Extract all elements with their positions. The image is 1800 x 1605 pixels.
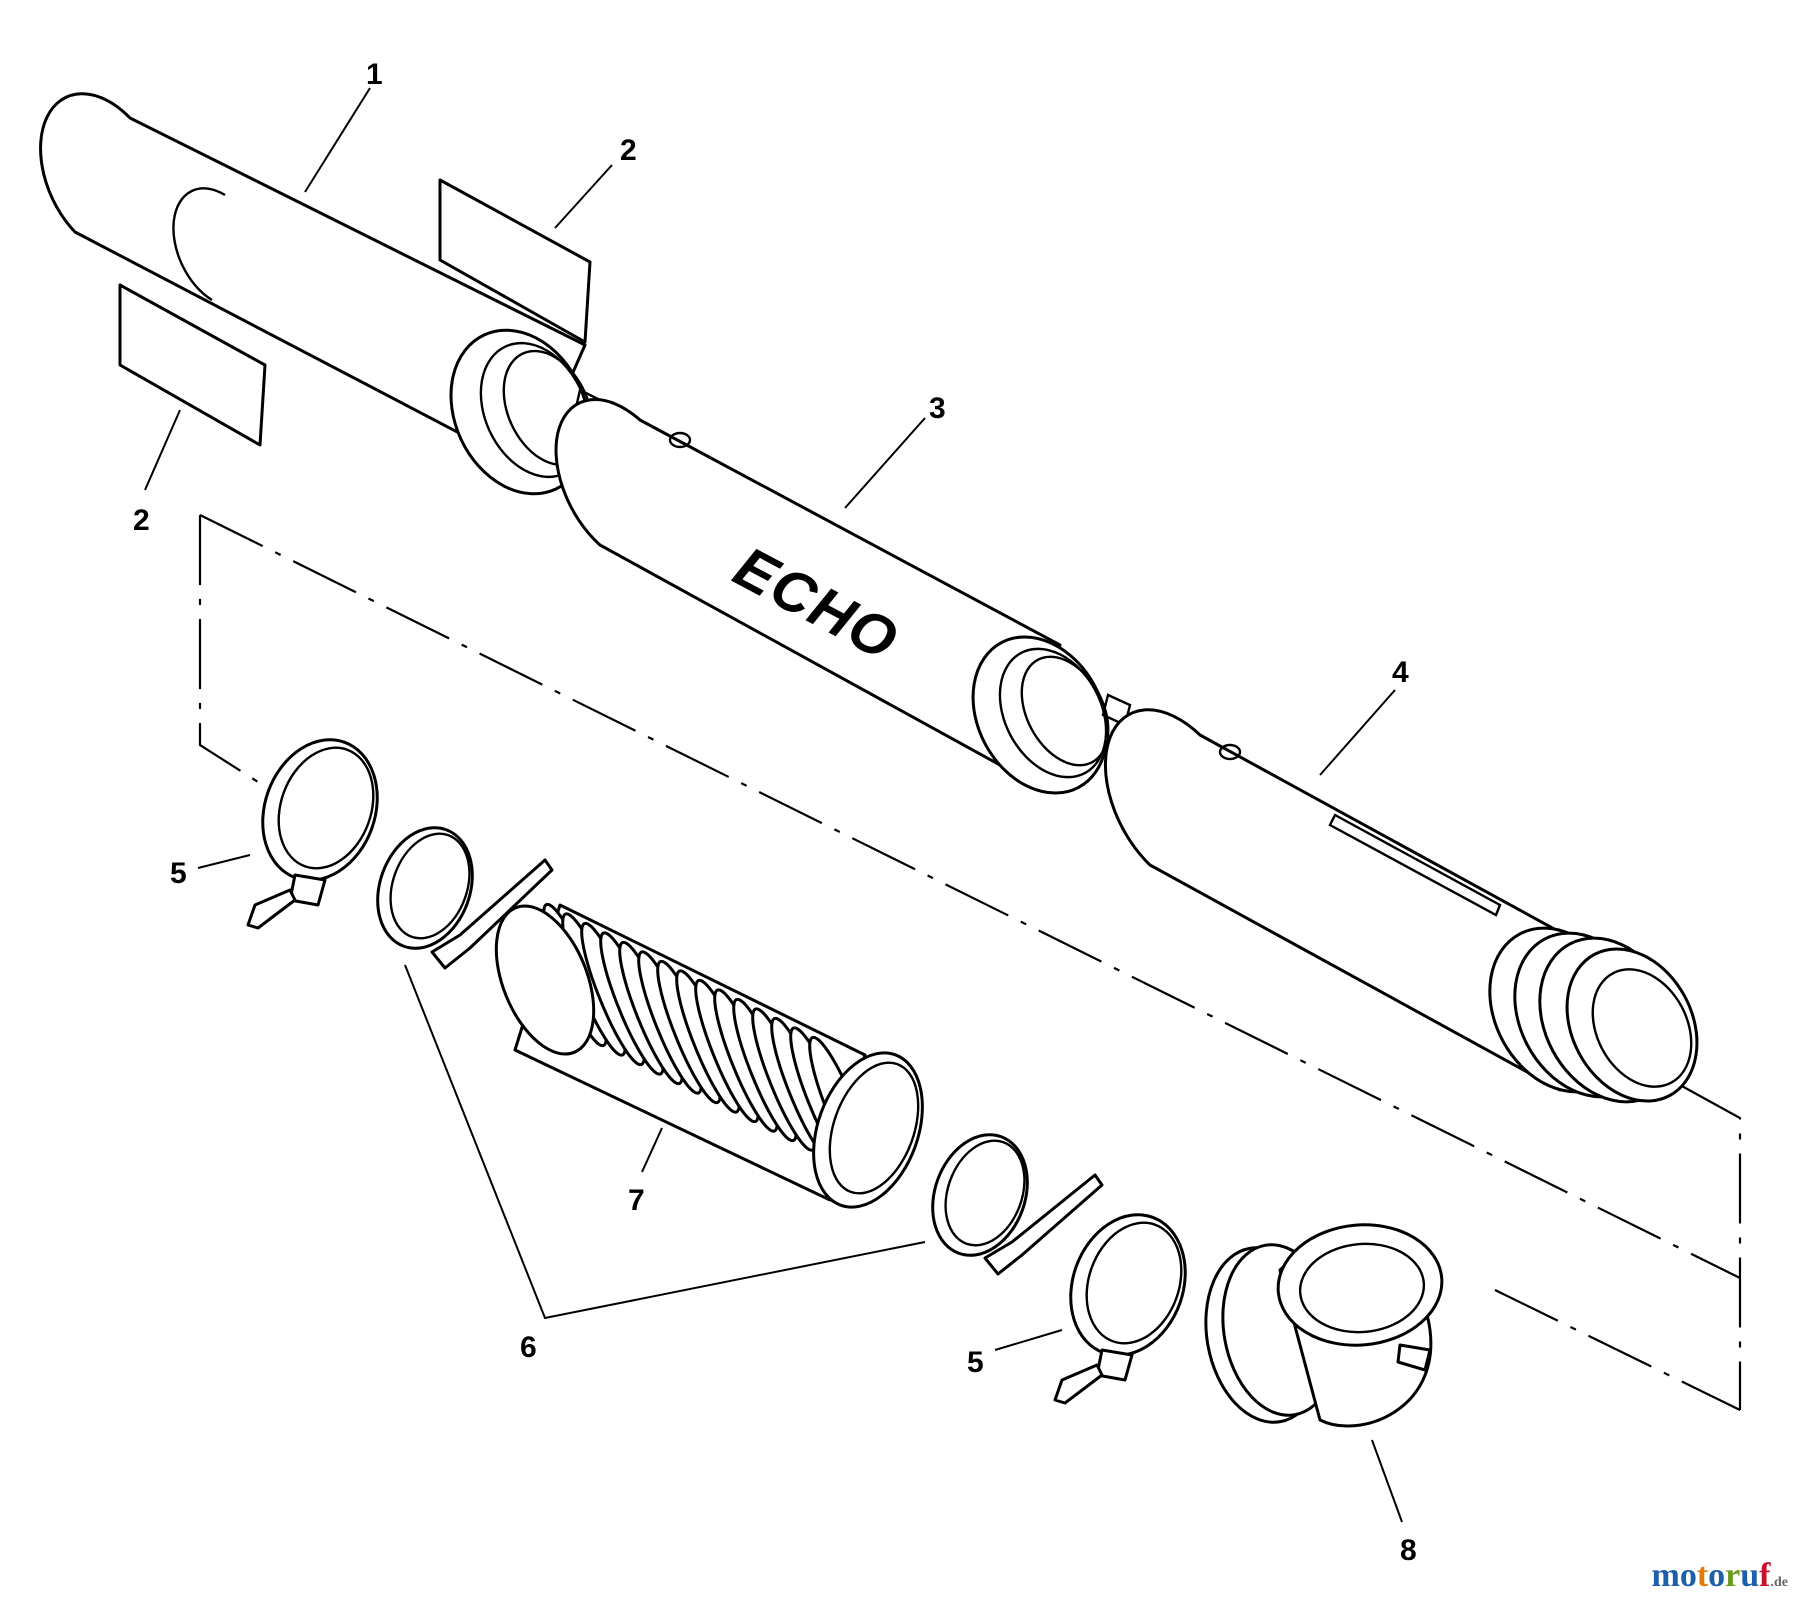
part-2-decals [118, 178, 592, 447]
decal-lower [118, 283, 267, 447]
leader-1 [304, 87, 371, 193]
callout-2-upper: 2 [620, 134, 637, 167]
watermark-letter: o [1708, 1557, 1726, 1594]
leader-2a [554, 164, 613, 229]
callout-8: 8 [1400, 1534, 1417, 1567]
leader-3 [844, 417, 926, 509]
callout-5-lower: 5 [967, 1346, 984, 1379]
assembly-line-diagonal [199, 514, 1741, 1279]
bellows-inlet-cuff [494, 904, 596, 1056]
part-8-elbow [1204, 1223, 1444, 1428]
callout-numbers: 1 2 2 3 4 5 5 6 7 8 [133, 58, 1417, 1567]
bellows-outlet-inner [828, 1061, 920, 1195]
callout-2-lower: 2 [133, 504, 150, 537]
watermark-letter: f [1759, 1557, 1771, 1594]
middle-pipe-coupler-ring [998, 647, 1108, 779]
part-4-lower-pipe [1103, 708, 1699, 1104]
tie-6-upper-strap [430, 858, 554, 970]
watermark-letter: o [1679, 1557, 1697, 1594]
middle-pipe-body [554, 398, 1062, 767]
tie-6-lower-loop [931, 1133, 1029, 1257]
part-5-clamp-lower [1053, 1213, 1187, 1405]
clamp-5-lower-band [1069, 1213, 1187, 1357]
callout-4: 4 [1392, 656, 1409, 689]
tie-6-lower-loop-inner [944, 1139, 1026, 1247]
watermark-letter: u [1740, 1557, 1760, 1594]
leader-5a [197, 854, 251, 869]
assembly-line-left [198, 515, 259, 783]
assembly-lines [198, 514, 1742, 1411]
motoruf-watermark: motoruf.de [1652, 1557, 1789, 1595]
tie-6-upper-loop-inner [389, 832, 471, 940]
part-7-bellows-hose [494, 902, 924, 1209]
leader-2b [144, 409, 181, 491]
clamp-5-lower-tail [1053, 1363, 1104, 1405]
watermark-suffix: .de [1770, 1575, 1789, 1590]
elbow-top-inner [1298, 1242, 1426, 1334]
elbow-latch [1396, 1343, 1432, 1372]
callout-3: 3 [929, 392, 946, 425]
lower-pipe-mouth-inner [1591, 968, 1693, 1088]
upper-pipe-sleeve-edge [172, 187, 226, 302]
clamp-5-upper-tail [246, 888, 297, 930]
decal-upper [438, 178, 592, 344]
leader-7 [641, 1127, 663, 1173]
elbow-top-rim [1276, 1223, 1444, 1347]
leader-4 [1319, 689, 1396, 776]
tie-6-upper-loop [376, 826, 474, 950]
clamp-5-upper-band-inner [277, 746, 375, 870]
watermark-letter: m [1651, 1557, 1680, 1594]
part-3-middle-pipe: ECHO [554, 398, 1132, 795]
part-6-tie-lower [931, 1133, 1104, 1276]
middle-pipe-coupler-inner [1020, 655, 1110, 767]
watermark-letter: t [1696, 1557, 1709, 1594]
assembly-line-right [1679, 1084, 1742, 1410]
callout-7: 7 [628, 1184, 645, 1217]
upper-pipe-body [39, 92, 587, 472]
assembly-line-lower [1494, 1289, 1741, 1411]
clamp-5-lower-band-inner [1085, 1221, 1183, 1345]
watermark-letter: r [1725, 1557, 1741, 1594]
tie-6-lower-strap [983, 1173, 1104, 1276]
part-5-clamp-upper [246, 738, 379, 930]
bellows-outlet-rim [812, 1051, 924, 1209]
lower-pipe-window [1328, 813, 1502, 917]
callout-6: 6 [520, 1331, 537, 1364]
leader-lines [144, 87, 1403, 1523]
part-6-tie-upper [376, 826, 554, 970]
leader-5b [994, 1329, 1063, 1351]
lower-pipe-nub [1218, 743, 1242, 761]
clamp-5-upper-band [261, 738, 379, 882]
callout-1: 1 [366, 58, 383, 91]
middle-pipe-nub [668, 431, 692, 449]
callout-5-upper: 5 [170, 857, 187, 890]
leader-8 [1371, 1439, 1403, 1523]
leader-6 [404, 964, 926, 1320]
